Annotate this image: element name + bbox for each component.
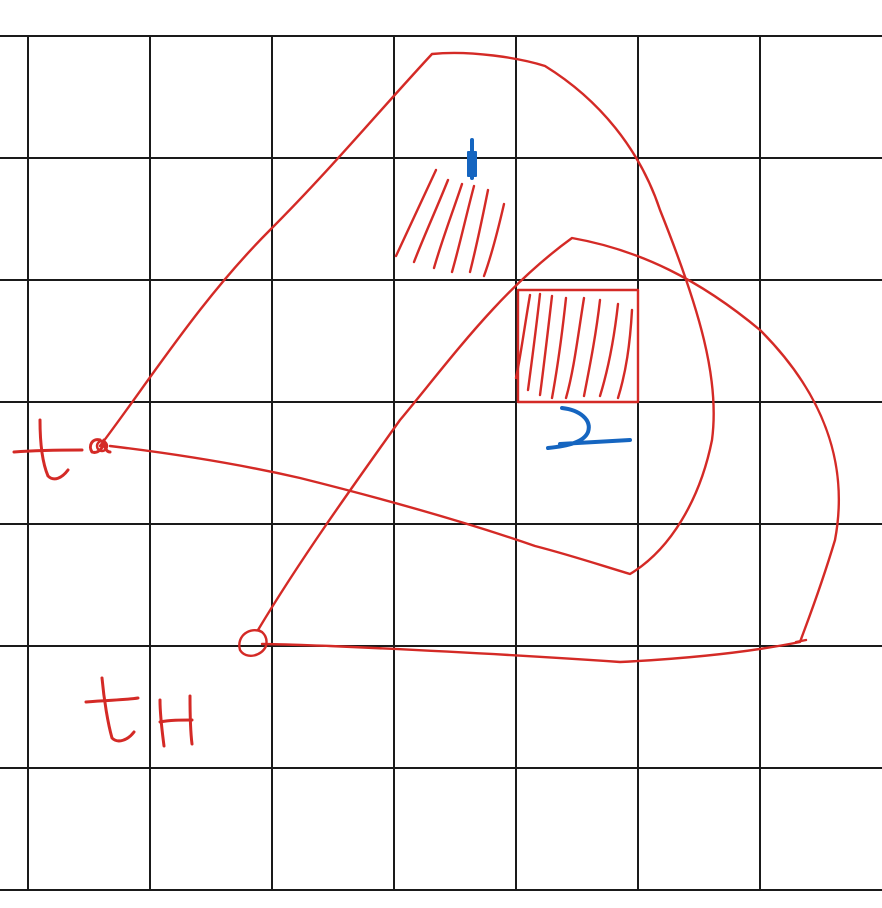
label-th	[84, 676, 194, 748]
square-hatch-4	[550, 296, 568, 400]
grid	[0, 35, 882, 891]
upper-hatch-4	[450, 184, 476, 274]
label-th-t-bar	[84, 696, 140, 704]
square-hatch-6	[582, 298, 602, 398]
label-ta-t-bar	[12, 448, 84, 454]
label-th-h-bar	[158, 718, 194, 724]
lower-red-curve	[256, 236, 840, 664]
label-ta-t-stem	[38, 418, 70, 481]
square-hatching	[514, 292, 634, 400]
handwritten-labels	[12, 418, 194, 748]
square-hatch-7	[598, 302, 620, 398]
blue-tick-mark-thick	[467, 151, 477, 177]
upper-hatch-2	[412, 178, 450, 264]
shaded-square	[516, 288, 640, 404]
lower-end-tick	[794, 638, 808, 644]
square-hatch-3	[538, 294, 554, 397]
upper-hatch-6	[482, 202, 506, 278]
upper-hatch-3	[432, 182, 464, 270]
blue-bracket-mark	[546, 406, 632, 450]
label-ta-a	[88, 438, 112, 454]
lower-point-marker	[238, 628, 268, 657]
label-th-t-stem	[100, 676, 136, 743]
upper-hatching	[394, 168, 506, 278]
square-hatch-2	[526, 292, 542, 392]
upper-point-marker	[95, 439, 109, 453]
square-hatch-1	[514, 293, 532, 380]
upper-red-curve	[98, 51, 715, 576]
square-hatch-5	[564, 296, 586, 400]
upper-hatch-5	[468, 188, 490, 274]
label-ta	[12, 418, 112, 481]
blue-annotations	[467, 138, 632, 450]
square-hatch-8	[616, 308, 634, 400]
upper-hatch-1	[394, 168, 438, 258]
